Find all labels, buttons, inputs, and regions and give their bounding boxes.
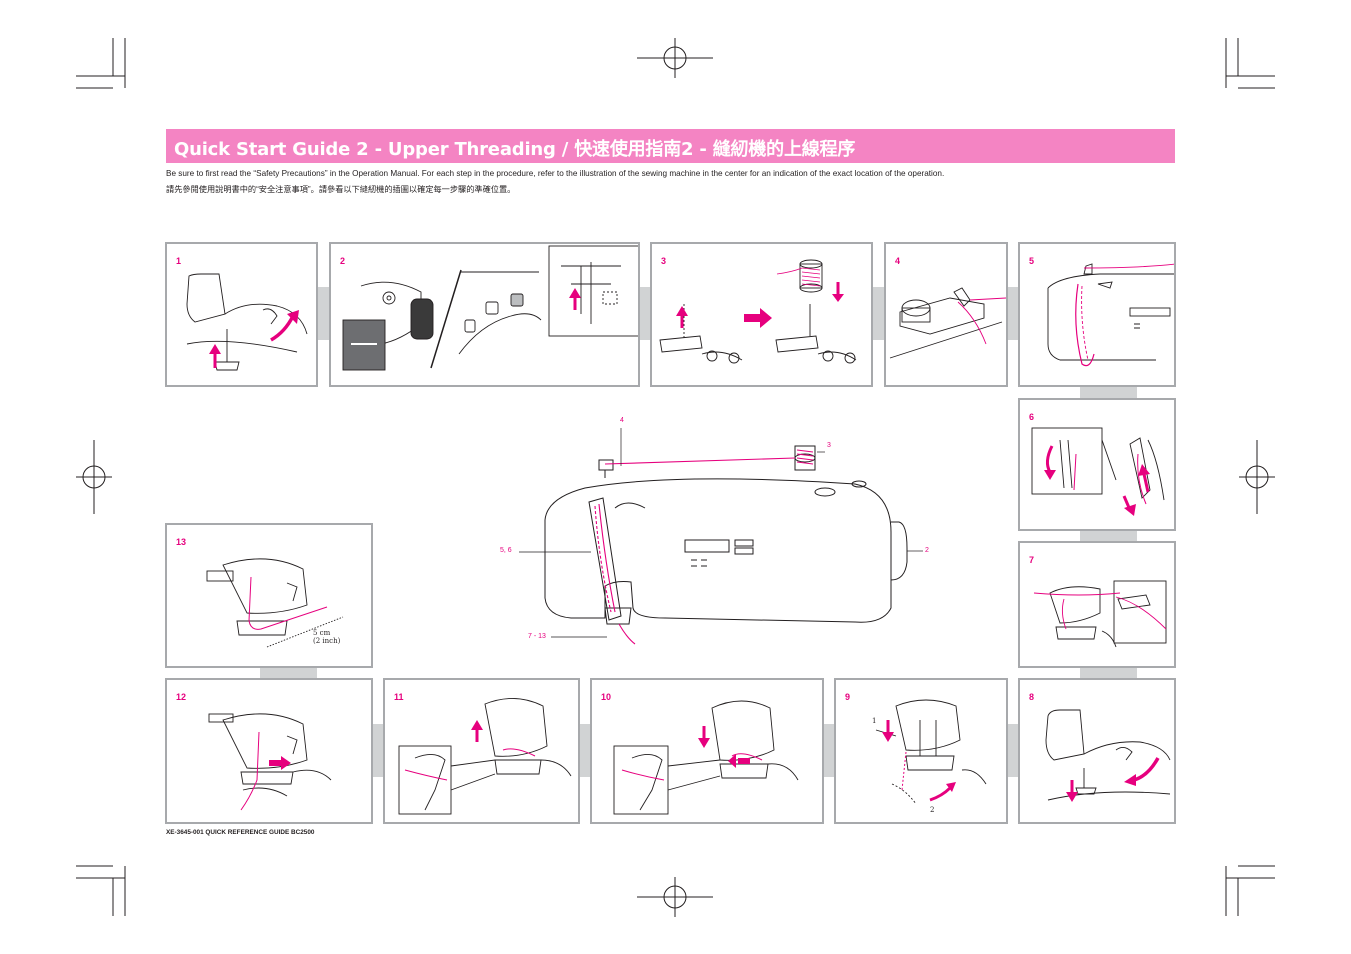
step-7-illustration xyxy=(1033,580,1167,648)
step-9-illustration xyxy=(875,699,987,805)
panel-tab xyxy=(318,287,330,340)
step-3-illustration xyxy=(659,259,857,364)
step-5-panel: 5 xyxy=(1018,242,1176,387)
step-number: 13 xyxy=(176,537,187,547)
panel-tab xyxy=(1080,386,1137,398)
step-number: 4 xyxy=(895,256,901,266)
step-6-illustration xyxy=(1031,427,1165,516)
step-9-label-1: 1 xyxy=(872,717,877,725)
panel-tab xyxy=(639,287,651,340)
step-number: 3 xyxy=(661,256,667,266)
panel-tab xyxy=(1080,667,1137,679)
step-11-panel: 11 xyxy=(383,678,580,824)
step-number: 9 xyxy=(845,692,851,702)
step-6-panel: 6 xyxy=(1018,398,1176,531)
step-number: 7 xyxy=(1029,555,1035,565)
step-13-illustration xyxy=(206,558,344,648)
step-11-illustration xyxy=(398,698,572,815)
step-8-illustration xyxy=(1045,709,1171,802)
step-4-panel: 4 xyxy=(884,242,1008,387)
measure-metric: 5 cm xyxy=(313,629,331,637)
step-5-illustration xyxy=(1047,263,1174,367)
step-13-panel: 13 5 cm (2 inch) xyxy=(165,523,373,668)
step-4-illustration xyxy=(889,287,1006,359)
page-title: Quick Start Guide 2 - Upper Threading / … xyxy=(174,139,856,160)
step-10-panel: 10 xyxy=(590,678,824,824)
panel-tab xyxy=(579,724,591,777)
title-banner: Quick Start Guide 2 - Upper Threading / … xyxy=(166,129,1175,163)
step-2-illustration xyxy=(342,245,638,371)
panel-tab xyxy=(260,667,317,679)
intro-english: Be sure to first read the “Safety Precau… xyxy=(166,169,945,178)
panel-tab xyxy=(1007,724,1019,777)
step-12-illustration xyxy=(208,713,332,811)
callout-5-6: 5, 6 xyxy=(500,547,512,554)
step-number: 1 xyxy=(176,256,182,266)
callout-3: 3 xyxy=(827,442,831,449)
step-number: 5 xyxy=(1029,256,1035,266)
step-7-panel: 7 xyxy=(1018,541,1176,668)
step-1-illustration xyxy=(186,273,308,371)
callout-4: 4 xyxy=(620,417,624,424)
panel-tab xyxy=(1007,287,1019,340)
step-2-panel: 2 xyxy=(329,242,640,387)
callout-2: 2 xyxy=(925,547,929,554)
step-number: 12 xyxy=(176,692,187,702)
center-machine-illustration xyxy=(519,428,923,645)
step-8-panel: 8 xyxy=(1018,678,1176,824)
step-3-panel: 3 xyxy=(650,242,873,387)
footer-code: XE-3645-001 QUICK REFERENCE GUIDE BC2500 xyxy=(166,829,315,836)
step-12-panel: 12 xyxy=(165,678,373,824)
step-9-label-2: 2 xyxy=(930,806,935,814)
step-number: 8 xyxy=(1029,692,1035,702)
step-9-panel: 9 1 2 xyxy=(834,678,1008,824)
step-number: 2 xyxy=(340,256,346,266)
step-number: 6 xyxy=(1029,412,1035,422)
intro-chinese: 請先參閱使用說明書中的“安全注意事項”。請參看以下縫紉機的插圖以確定每一步驟的準… xyxy=(166,185,516,194)
callout-7-13: 7 - 13 xyxy=(528,633,546,640)
panel-tab xyxy=(872,287,884,340)
panel-tab xyxy=(1080,530,1137,542)
step-number: 10 xyxy=(601,692,612,702)
measure-imperial: (2 inch) xyxy=(313,637,341,645)
step-1-panel: 1 xyxy=(165,242,318,387)
step-number: 11 xyxy=(394,692,404,702)
panel-tab xyxy=(823,724,835,777)
step-10-illustration xyxy=(613,700,799,815)
panel-tab xyxy=(372,724,384,777)
